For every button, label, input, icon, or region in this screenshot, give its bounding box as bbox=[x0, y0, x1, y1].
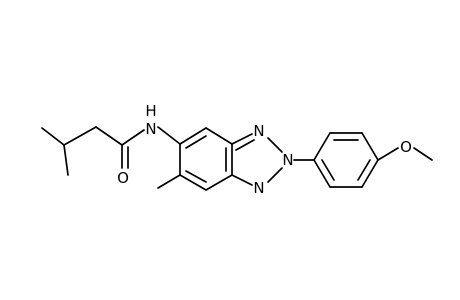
bond bbox=[361, 132, 379, 161]
bond bbox=[377, 147, 399, 161]
bond bbox=[179, 174, 207, 191]
bond bbox=[313, 132, 331, 161]
bond bbox=[321, 159, 335, 181]
methoxy-oxygen-label: O bbox=[400, 138, 412, 156]
amide-nitrogen-label: N bbox=[145, 120, 156, 138]
bond bbox=[205, 127, 233, 145]
bonds bbox=[41, 126, 433, 191]
bond bbox=[185, 135, 207, 149]
triazole-nitrogen-3-label: N bbox=[253, 179, 264, 197]
bond bbox=[41, 127, 65, 146]
bond bbox=[63, 144, 69, 176]
bond bbox=[361, 159, 379, 188]
bond bbox=[413, 147, 433, 161]
bond bbox=[157, 174, 181, 189]
bond bbox=[267, 137, 283, 153]
atom-labels: N H O N N N O bbox=[117, 102, 412, 197]
bond bbox=[185, 170, 207, 183]
bond bbox=[267, 167, 283, 183]
carbonyl-oxygen-label: O bbox=[117, 169, 129, 187]
bond bbox=[157, 126, 181, 145]
bond bbox=[231, 174, 253, 186]
bond bbox=[313, 159, 331, 188]
bond bbox=[235, 139, 255, 151]
bond bbox=[95, 126, 123, 146]
bond bbox=[63, 126, 97, 146]
bond bbox=[205, 174, 233, 191]
triazole-nitrogen-1-label: N bbox=[253, 122, 264, 140]
bond bbox=[357, 159, 371, 181]
amide-hydrogen-label: H bbox=[145, 102, 156, 120]
bond bbox=[179, 127, 207, 145]
bond bbox=[231, 133, 253, 145]
triazole-nitrogen-2-label: N bbox=[282, 151, 293, 169]
bond bbox=[121, 129, 145, 146]
